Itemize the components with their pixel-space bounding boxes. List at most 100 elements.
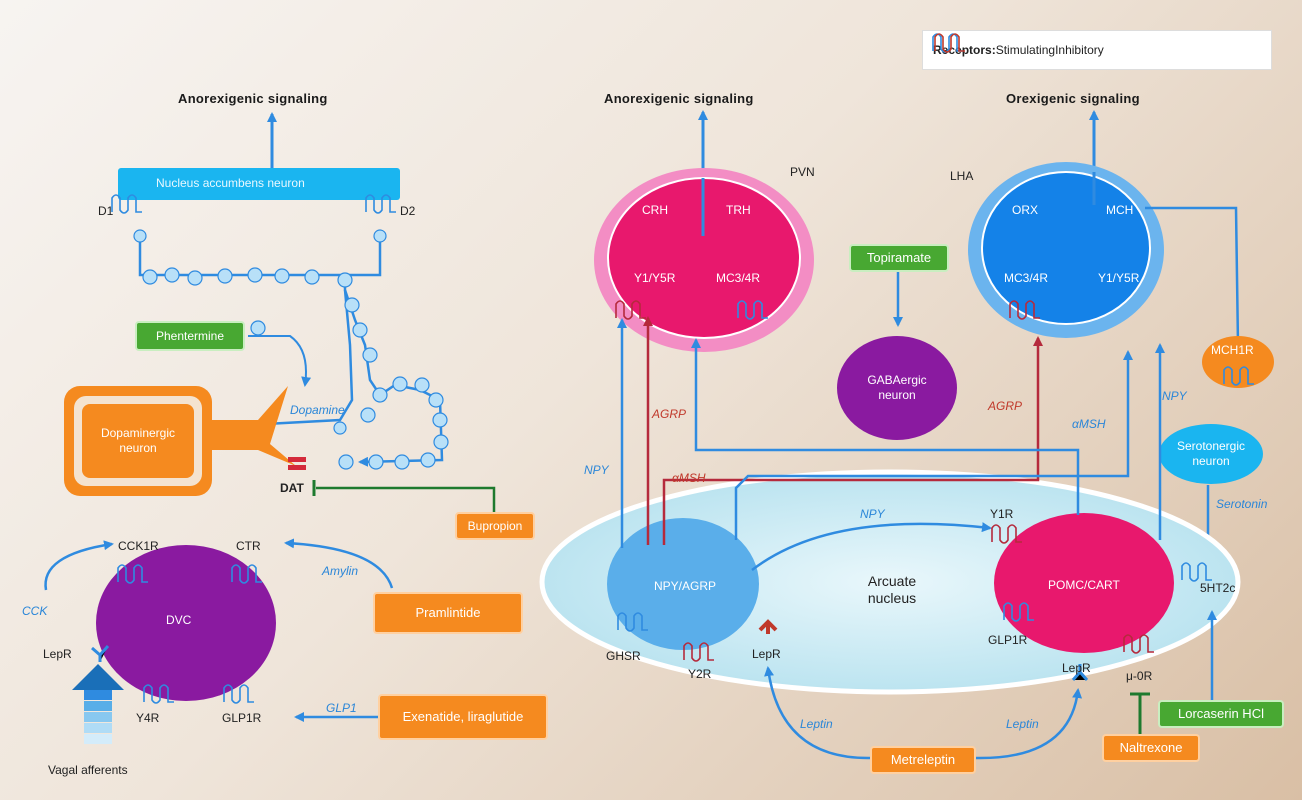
pomc-cart-label: POMC/CART [1048,578,1120,592]
cck1r-label: CCK1R [118,539,159,553]
dat-transporter-top [288,457,306,462]
amsh-to-pvn-arrow [691,338,1080,515]
mch-label: MCH [1106,203,1134,217]
orexigenic-heading: Orexigenic signaling [1006,91,1140,106]
5ht2c-label: 5HT2c [1200,581,1236,595]
pvn-mc34r-label: MC3/4R [716,271,761,285]
pvn-label: PVN [790,165,815,179]
ctr-label: CTR [236,539,261,553]
receptor-coils [111,194,1254,704]
glp1-label: GLP1 [326,701,357,715]
y1r-label: Y1R [990,507,1014,521]
glp1r-arcuate-label: GLP1R [988,633,1028,647]
d2-receptor [365,194,396,214]
dvc-label: DVC [166,613,192,627]
lepr-marker-inhibitory [758,619,778,634]
mu-opioid-receptor-label: μ-0R [1126,669,1153,683]
lorcaserin-box: Lorcaserin HCl [1158,700,1284,728]
lepr-arcuate-right-label: LepR [1062,661,1091,675]
mch1r-neuron [1202,336,1274,388]
y1r-receptor [991,524,1022,544]
receptor-legend: Receptors: Stimulating Inhibitory [922,30,1272,70]
lha-label: LHA [950,169,974,183]
crh-label: CRH [642,203,668,217]
vagal-afferents-label: Vagal afferents [48,763,128,777]
glp1r-dvc-label: GLP1R [222,711,262,725]
ghsr-label: GHSR [606,649,641,663]
npy-agrp-neuron [607,518,759,650]
d1-label: D1 [98,204,114,218]
arcuate-nucleus-label: Arcuate nucleus [867,572,917,607]
lepr-dvc-label: LepR [43,647,72,661]
gabaergic-neuron [837,336,957,440]
dopamine-branch-d2 [345,232,382,277]
vagal-afferents-arrow [72,664,124,744]
gabaergic-neuron-label: GABAergic neuron [867,373,927,402]
serotonin-label: Serotonin [1216,497,1268,511]
y2r-label: Y2R [688,667,712,681]
dopaminergic-neuron-label: Dopaminergic neuron [100,426,176,455]
pomc-cart-neuron [994,513,1174,653]
trh-label: TRH [726,203,751,217]
mch1r-label: MCH1R [1211,343,1254,357]
anorexigenic-heading-left: Anorexigenic signaling [178,91,328,106]
legend-inhibitory: Inhibitory [1055,43,1104,57]
npy-label-right: NPY [1162,389,1187,403]
y2r-receptor [683,642,714,662]
glp1r-arcuate-receptor [1003,602,1034,622]
glp1r-dvc-receptor [223,684,254,704]
naltrexone-box: Naltrexone [1102,734,1200,762]
bupropion-box: Bupropion [455,512,535,540]
leptin-label-left: Leptin [800,717,833,731]
agrp-label-left: AGRP [652,407,687,421]
leptin-label-right: Leptin [1006,717,1039,731]
nucleus-accumbens-label: Nucleus accumbens neuron [156,176,305,190]
topiramate-box: Topiramate [849,244,949,272]
lepr-arcuate-left-label: LepR [752,647,781,661]
5ht2c-receptor [1181,562,1212,582]
amsh-label-right: αMSH [1072,417,1106,431]
npy-to-pomc-arrow [751,522,992,571]
npy-label-left: NPY [584,463,609,477]
lepr-markers [91,645,1089,681]
npy-arrow-label: NPY [860,507,885,521]
leptin-arrow-left [764,666,873,760]
pramlintide-box: Pramlintide [373,592,523,634]
amsh-to-lha-arrow [734,350,1133,540]
lha-y1y5r-label: Y1/Y5R [1098,271,1140,285]
ctr-receptor [231,564,262,584]
serotonergic-neuron [1159,424,1263,484]
lha-mc34r-label: MC3/4R [1004,271,1049,285]
lha-inner [981,171,1151,325]
npy-agrp-label: NPY/AGRP [654,579,717,593]
dopamine-vesicles [133,229,449,470]
lha-mc34r-receptor [1009,300,1040,320]
y4r-receptor [143,684,174,704]
amylin-arrow [284,538,394,589]
exenatide-box: Exenatide, liraglutide [378,694,548,740]
orx-label: ORX [1012,203,1039,217]
amsh-label-left: αMSH [672,471,706,485]
axon-terminal [205,386,296,466]
phentermine-arrow [248,335,312,387]
mch1r-receptor [1223,366,1254,386]
pvn-y1y5r-receptor [615,300,646,320]
nucleus-accumbens-box [118,168,400,200]
mu-opioid-receptor [1123,634,1154,654]
dvc-body [96,545,276,701]
d1-receptor [111,194,142,214]
cck-arrow [44,540,114,591]
dat-label: DAT [280,481,304,495]
legend-stimulating: Stimulating [995,43,1056,57]
dopamine-label: Dopamine [290,403,345,417]
ghsr-receptor [617,612,648,632]
dopaminergic-neuron-body [82,404,194,478]
d2-label: D2 [400,204,416,218]
leptin-arrow-right [974,688,1083,760]
amylin-label: Amylin [322,564,359,578]
metreleptin-box: Metreleptin [870,746,976,774]
anorexigenic-heading-pvn: Anorexigenic signaling [604,91,754,106]
inhibitory-receptor-icon [934,33,965,53]
